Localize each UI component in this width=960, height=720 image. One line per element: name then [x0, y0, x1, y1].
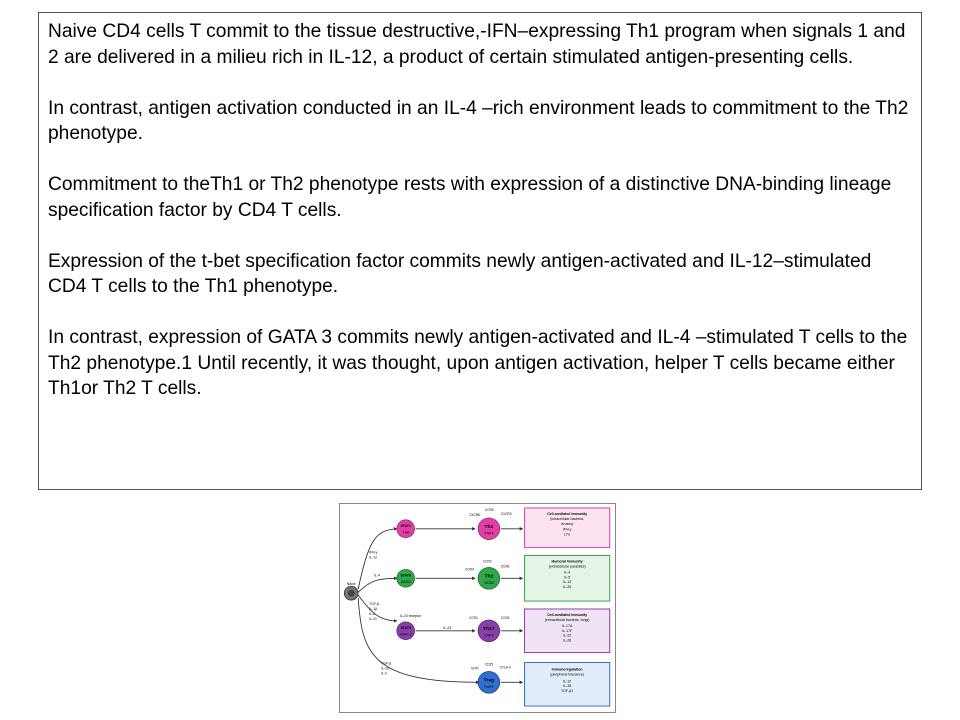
svg-text:CXCR3: CXCR3 — [501, 512, 512, 516]
il23-label: IL-23 — [443, 626, 451, 630]
svg-text:RORC-2: RORC-2 — [400, 633, 412, 637]
svg-text:STAT3: STAT3 — [484, 634, 494, 638]
svg-text:GITR: GITR — [471, 666, 479, 670]
svg-text:IL-6: IL-6 — [369, 612, 375, 616]
svg-text:CCR5: CCR5 — [485, 508, 494, 512]
svg-text:Immunoregulation: Immunoregulation — [552, 667, 583, 671]
svg-text:CXCR6: CXCR6 — [469, 513, 480, 517]
cell-th17: Th17 STAT3 CCR4 CCR6 — [469, 616, 510, 642]
svg-text:IL-35: IL-35 — [563, 684, 571, 688]
paragraph-lineage-factor: Commitment to theTh1 or Th2 phenotype re… — [48, 174, 892, 221]
svg-text:TGF-β: TGF-β — [381, 661, 391, 665]
il23-receptor-label: IL-23 receptor — [400, 614, 422, 618]
svg-text:IL-12: IL-12 — [369, 555, 377, 559]
paragraph-tbet: Expression of the t-bet specification fa… — [48, 250, 872, 298]
svg-text:viruses): viruses) — [561, 522, 573, 526]
svg-text:Th17: Th17 — [483, 626, 495, 632]
naive-label: Naive — [347, 582, 356, 586]
svg-text:CCR3: CCR3 — [483, 559, 492, 563]
svg-text:TGF-β1: TGF-β1 — [561, 689, 573, 693]
svg-text:IL-17F: IL-17F — [562, 629, 573, 633]
diagram-svg: Naive IFN-γ IL-12 IL-4 TGF-β IL-1β IL-6 … — [343, 507, 611, 707]
function-box-treg: Immunoregulation (peripheral tolerance) … — [524, 661, 611, 707]
svg-text:CTLA-4: CTLA-4 — [500, 665, 511, 669]
svg-text:IL-17A: IL-17A — [562, 624, 573, 628]
text-panel: Naive CD4 cells T commit to the tissue d… — [38, 12, 922, 490]
svg-text:Treg: Treg — [484, 677, 494, 683]
function-box-th17: Cell-mediated immunity (extracellular ba… — [524, 608, 611, 654]
svg-text:(extracellular parasites): (extracellular parasites) — [549, 564, 586, 568]
svg-text:STAT4: STAT4 — [484, 532, 494, 536]
cell-th2: Th2 GATA3 CCR4 CCR3 CCR8 — [465, 559, 510, 590]
th-lineage-diagram: Naive IFN-γ IL-12 IL-4 TGF-β IL-1β IL-6 … — [339, 503, 616, 713]
precursor-th17: STAT3 RORC-2 — [396, 621, 415, 640]
svg-text:CCR8: CCR8 — [501, 564, 510, 568]
svg-text:(extracellular bacteria, fungi: (extracellular bacteria, fungi) — [545, 618, 590, 622]
branch-arrows — [357, 527, 480, 685]
svg-text:Th2: Th2 — [484, 573, 493, 579]
svg-text:IL-1β: IL-1β — [369, 607, 377, 611]
svg-text:GATA3: GATA3 — [484, 581, 494, 585]
svg-text:IL-5: IL-5 — [564, 575, 570, 579]
svg-text:(intracellular bacteria,: (intracellular bacteria, — [550, 517, 584, 521]
paragraph-gata3: In contrast, expression of GATA 3 commit… — [48, 327, 908, 399]
svg-text:Humoral immunity: Humoral immunity — [552, 559, 583, 563]
svg-text:CD25: CD25 — [485, 662, 493, 666]
svg-text:Cell-mediated immunity: Cell-mediated immunity — [547, 512, 587, 516]
paragraph-th2-commitment: In contrast, antigen activation conducte… — [48, 97, 909, 145]
svg-text:(peripheral tolerance): (peripheral tolerance) — [550, 672, 584, 676]
svg-text:GATA3: GATA3 — [401, 580, 411, 584]
svg-text:IFN-γ: IFN-γ — [563, 528, 572, 532]
precursor-th1: STAT1 T-bet — [396, 519, 415, 538]
svg-text:FoxP3: FoxP3 — [484, 685, 493, 689]
svg-text:IL-13: IL-13 — [563, 580, 571, 584]
signal-labels: IFN-γ IL-12 IL-4 TGF-β IL-1β IL-6 IL-21 … — [369, 551, 391, 676]
svg-text:IL-26: IL-26 — [563, 639, 571, 643]
cell-treg: Treg FoxP3 GITR CD25 CTLA-4 — [471, 662, 511, 694]
precursor-th2: STAT6 GATA3 — [396, 569, 415, 588]
naive-cell: Naive — [343, 582, 359, 601]
paragraph-th1-commitment: Naive CD4 cells T commit to the tissue d… — [48, 21, 906, 68]
svg-text:Cell-mediated immunity: Cell-mediated immunity — [547, 613, 587, 617]
svg-text:CCR6: CCR6 — [501, 616, 510, 620]
svg-text:STAT3: STAT3 — [400, 626, 411, 630]
svg-text:IL-10: IL-10 — [563, 679, 571, 683]
svg-text:IL-10: IL-10 — [381, 666, 389, 670]
maturation-arrows — [415, 526, 476, 633]
svg-text:IL-25: IL-25 — [563, 585, 571, 589]
svg-text:IL-4: IL-4 — [374, 573, 380, 577]
svg-text:IFN-γ: IFN-γ — [369, 551, 378, 555]
cell-th1: Th1 STAT4 CXCR6 CCR5 CXCR3 — [469, 508, 512, 540]
svg-text:IL-21: IL-21 — [369, 617, 377, 621]
function-arrows — [500, 526, 524, 685]
svg-text:IL-4: IL-4 — [564, 570, 570, 574]
svg-text:LTα: LTα — [564, 533, 570, 537]
svg-text:CCR4: CCR4 — [465, 567, 474, 571]
function-box-th1: Cell-mediated immunity (intracellular ba… — [524, 507, 611, 549]
svg-text:STAT6: STAT6 — [400, 573, 411, 577]
svg-text:CCR4: CCR4 — [469, 616, 478, 620]
svg-text:IL-2: IL-2 — [381, 671, 387, 675]
function-box-th2: Humoral immunity (extracellular parasite… — [524, 555, 611, 602]
svg-text:STAT1: STAT1 — [400, 524, 411, 528]
svg-text:IL-22: IL-22 — [563, 634, 571, 638]
svg-text:Th1: Th1 — [484, 524, 493, 530]
svg-text:T-bet: T-bet — [402, 531, 409, 535]
svg-text:TGF-β: TGF-β — [369, 602, 379, 606]
